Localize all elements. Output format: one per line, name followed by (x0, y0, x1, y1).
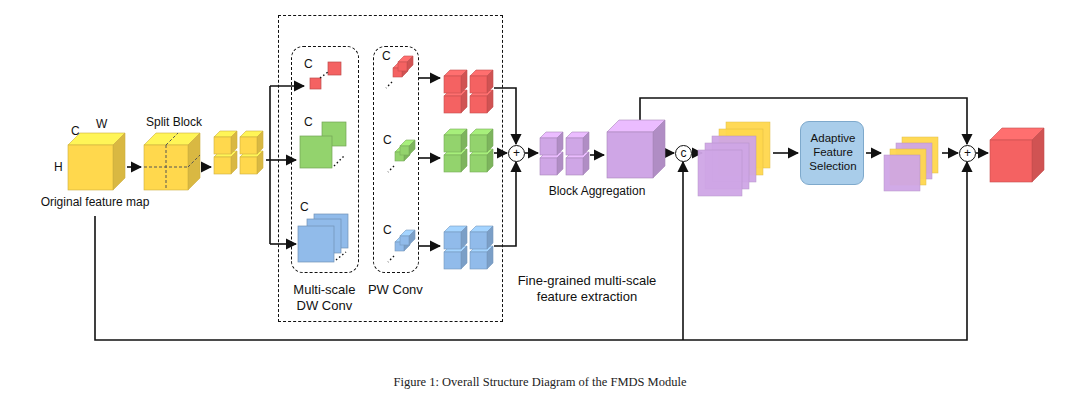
split-blocks (240, 131, 263, 154)
output-blocks (470, 90, 493, 113)
arrow (494, 152, 507, 154)
arrow (494, 162, 516, 246)
original-feature-map (68, 133, 125, 190)
output-blocks (444, 226, 467, 249)
arrow (418, 77, 440, 79)
arrow (682, 162, 684, 340)
operator-circle: + (959, 145, 976, 162)
split-blocks (214, 151, 237, 174)
wires (95, 78, 988, 340)
dimension-letter: Split Block (146, 116, 202, 129)
dw-kernel (300, 136, 332, 168)
output-blocks (444, 70, 467, 93)
arrow (525, 152, 538, 154)
group-label: Fine-grained multi-scale feature extract… (506, 273, 668, 304)
output-blocks (470, 129, 493, 152)
group-label: Multi-scale DW Conv (282, 282, 366, 313)
pw-kernel (395, 146, 410, 161)
arrow (866, 152, 881, 154)
dimension-letter: W (96, 118, 107, 131)
arrow (942, 152, 958, 154)
aggregated-blocks (566, 152, 589, 175)
dashed-group: PW Conv (373, 46, 419, 273)
figure-caption: Figure 1: Overall Structure Diagram of t… (0, 375, 1080, 390)
dw-kernel (328, 62, 341, 75)
part-label: Block Aggregation (549, 185, 646, 198)
arrow (418, 245, 440, 247)
process-box: Adaptive Feature Selection (800, 121, 864, 185)
ellipsis-dots (386, 82, 392, 88)
dimension-letter: C (382, 50, 391, 63)
node-text: Adaptive Feature Selection (805, 132, 861, 173)
pw-kernel (400, 140, 415, 155)
aggregated-blocks (540, 132, 563, 155)
ellipsis-dots (388, 166, 394, 172)
dimension-letter: C (71, 125, 80, 138)
pw-kernel (400, 230, 415, 245)
dimension-letter: C (304, 116, 313, 129)
arrow (95, 162, 967, 340)
output-blocks (444, 129, 467, 152)
dimension-letter: C (304, 58, 313, 71)
concat-maps (698, 150, 742, 196)
split-block-cube (144, 133, 200, 190)
node-text: + (960, 147, 975, 159)
arrow (203, 166, 211, 168)
arrow (773, 152, 798, 154)
node-text: + (509, 147, 524, 159)
pw-kernel (393, 62, 408, 77)
arrow (976, 152, 988, 154)
dimension-letter: C (383, 134, 392, 147)
output-blocks (444, 149, 467, 172)
output-blocks (470, 226, 493, 249)
arrow (590, 154, 604, 156)
dw-kernel (298, 226, 334, 262)
pw-kernel (398, 56, 413, 71)
wire (269, 86, 271, 244)
output-blocks (444, 90, 467, 113)
arrow (127, 166, 141, 168)
pw-kernel (395, 236, 410, 251)
arrow (666, 152, 674, 154)
dimension-letter: C (300, 201, 309, 214)
aggregated-blocks (540, 152, 563, 175)
dimension-letter: H (54, 161, 63, 174)
arrow (270, 85, 304, 87)
dw-kernel (310, 78, 321, 89)
aggregated-blocks (566, 132, 589, 155)
part-label: Original feature map (41, 196, 150, 209)
arrow (494, 88, 516, 144)
ellipsis-dots (320, 72, 328, 78)
dashed-group: Multi-scale DW Conv (291, 46, 359, 273)
arrow (418, 157, 440, 159)
group-label: PW Conv (357, 282, 433, 298)
node-text: c (676, 147, 691, 159)
output-map (990, 128, 1044, 182)
aggregated-map (607, 120, 665, 178)
ellipsis-dots (336, 252, 346, 260)
ellipsis-dots (388, 256, 394, 262)
output-blocks (470, 149, 493, 172)
drawing (68, 56, 1044, 269)
selected-maps (884, 155, 920, 191)
ellipsis-dots (334, 156, 344, 166)
operator-circle: c (675, 145, 692, 162)
output-blocks (444, 246, 467, 269)
output-blocks (470, 246, 493, 269)
split-blocks (240, 151, 263, 174)
split-blocks (214, 131, 237, 154)
split-lines (144, 133, 200, 190)
arrow (270, 159, 296, 161)
output-blocks (470, 70, 493, 93)
operator-circle: + (508, 145, 525, 162)
dimension-letter: C (383, 224, 392, 237)
arrow (270, 243, 296, 245)
